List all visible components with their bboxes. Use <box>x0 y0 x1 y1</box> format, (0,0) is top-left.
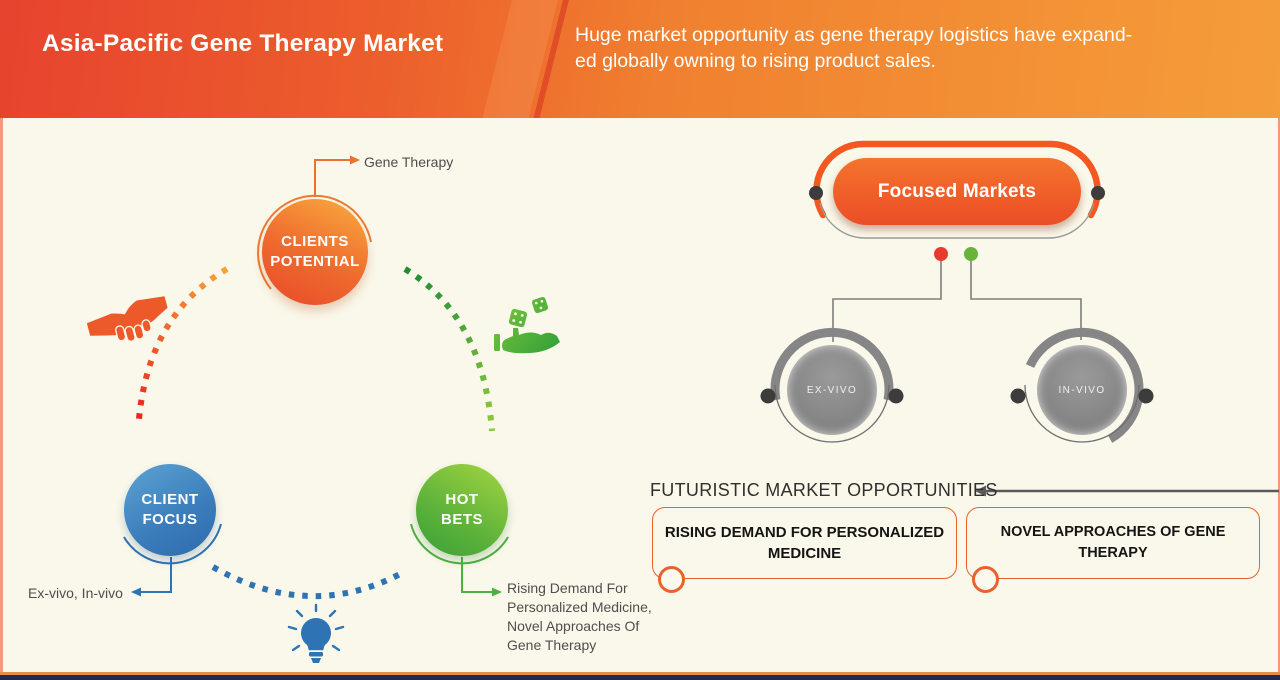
red-dot <box>934 247 948 261</box>
dotted-arc-blue <box>211 564 404 600</box>
right-border-line <box>1277 118 1280 672</box>
page-subtitle: Huge market opportunity as gene therapy … <box>575 24 1133 72</box>
footer-navy-bar <box>0 675 1280 680</box>
dotted-arc-green <box>403 266 495 432</box>
opportunity-box2-corner-circle <box>972 566 999 593</box>
handshake-icon <box>86 296 168 342</box>
tree-connectors <box>832 247 1082 342</box>
rising-demand-connector <box>461 557 502 597</box>
bottom-orange-rule <box>0 672 1280 675</box>
rising-demand-label: Rising Demand For Personalized Medicine,… <box>507 580 652 653</box>
left-border-line <box>0 118 3 672</box>
green-dot <box>964 247 978 261</box>
gene-therapy-connector <box>314 155 360 197</box>
client-focus-node: CLIENT FOCUS <box>124 464 216 556</box>
header-banner: Asia-Pacific Gene Therapy Market Huge ma… <box>0 0 1280 118</box>
frame-dot-right <box>1091 186 1105 200</box>
opportunity-box-novel-approaches: NOVEL APPROACHES OF GENE THERAPY <box>966 507 1260 579</box>
dice-hand-icon <box>494 296 560 354</box>
frame-dot-left <box>809 186 823 200</box>
opportunity-box1-corner-circle <box>658 566 685 593</box>
exvivo-invivo-label: Ex-vivo, In-vivo <box>28 585 123 601</box>
clients-potential-node: CLIENTS POTENTIAL <box>262 199 368 305</box>
focused-markets-pill: Focused Markets <box>833 158 1081 225</box>
invivo-node: IN-VIVO <box>1037 345 1127 435</box>
hot-bets-node: HOT BETS <box>416 464 508 556</box>
dotted-arc-orange <box>136 266 229 420</box>
opportunities-arrow <box>975 485 1279 497</box>
page-title: Asia-Pacific Gene Therapy Market <box>42 30 444 57</box>
opportunity-box-personalized-medicine: RISING DEMAND FOR PERSONALIZED MEDICINE <box>652 507 957 579</box>
lightbulb-icon <box>287 603 345 663</box>
exvivo-invivo-connector <box>131 557 172 597</box>
opportunities-heading: FUTURISTIC MARKET OPPORTUNITIES <box>650 480 998 500</box>
exvivo-node: EX-VIVO <box>787 345 877 435</box>
gene-therapy-label: Gene Therapy <box>364 154 454 170</box>
